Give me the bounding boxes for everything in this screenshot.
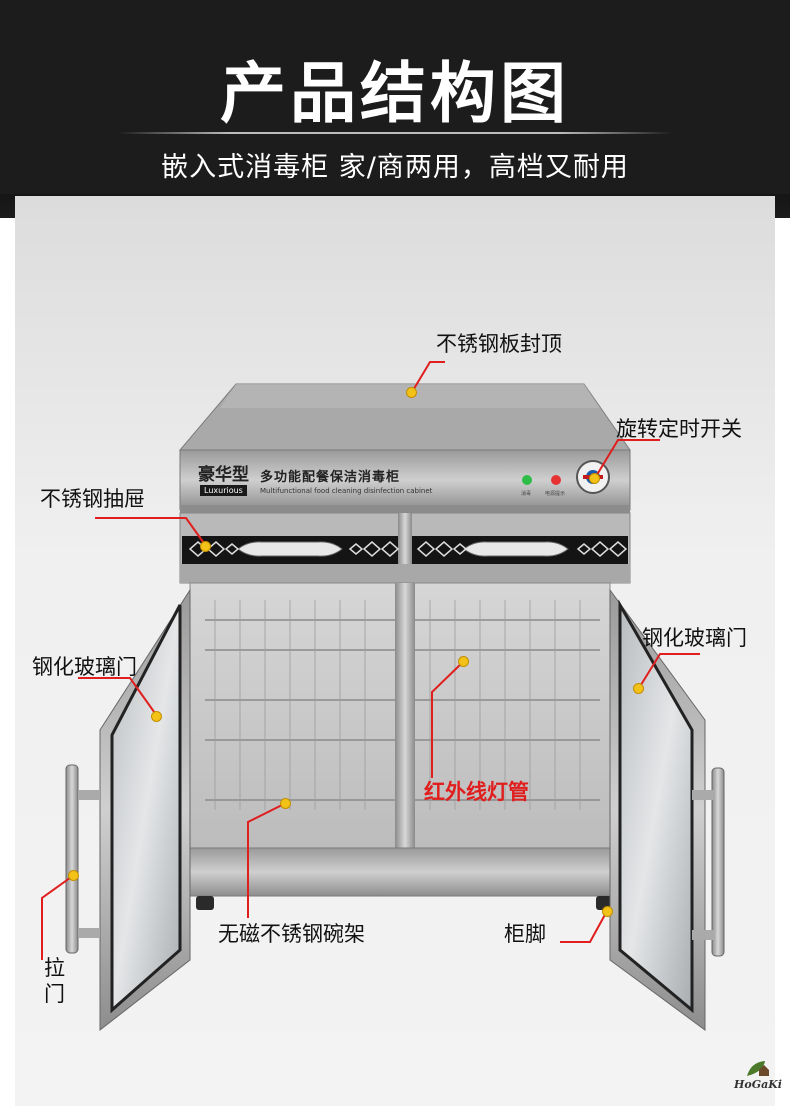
page-subtitle: 嵌入式消毒柜 家/商两用，高档又耐用 [161, 152, 629, 183]
marker-handle [68, 870, 79, 881]
marker-glass-left [151, 711, 162, 722]
callout-glass-right: 钢化玻璃门 [642, 626, 747, 650]
cabinet-subname: Multifunctional food cleaning disinfecti… [260, 487, 433, 495]
callout-drawer: 不锈钢抽屉 [40, 487, 145, 511]
callout-handle-2: 门 [44, 982, 65, 1006]
callout-infrared: 红外线灯管 [424, 780, 529, 804]
marker-drawer [200, 541, 211, 552]
leaf-house-icon [747, 1061, 769, 1076]
power-lamp-label: 电源提示 [545, 491, 566, 497]
marker-rack [280, 798, 291, 809]
callout-timer: 旋转定时开关 [616, 417, 742, 441]
marker-timer [589, 473, 600, 484]
header-banner: 产品结构图 嵌入式消毒柜 家/商两用，高档又耐用 [0, 0, 790, 218]
callout-rack: 无磁不锈钢碗架 [218, 922, 365, 946]
brand-logo: HoGaKi [728, 1058, 788, 1104]
cabinet-brand: 豪华型 [198, 465, 249, 485]
sterilize-lamp-label: 消毒 [521, 491, 532, 497]
callout-feet: 柜脚 [504, 922, 546, 946]
marker-feet [602, 906, 613, 917]
callout-glass-left: 钢化玻璃门 [32, 655, 137, 679]
callout-top: 不锈钢板封顶 [436, 332, 562, 356]
title-divider [118, 132, 672, 134]
marker-infrared [458, 656, 469, 667]
marker-top [406, 387, 417, 398]
page-title: 产品结构图 [220, 55, 570, 132]
callout-handle-1: 拉 [44, 956, 65, 980]
marker-glass-right [633, 683, 644, 694]
cabinet-badge: Luxurious [200, 485, 247, 496]
logo-text: HoGaKi [734, 1078, 782, 1091]
cabinet-name: 多功能配餐保洁消毒柜 [260, 470, 401, 485]
